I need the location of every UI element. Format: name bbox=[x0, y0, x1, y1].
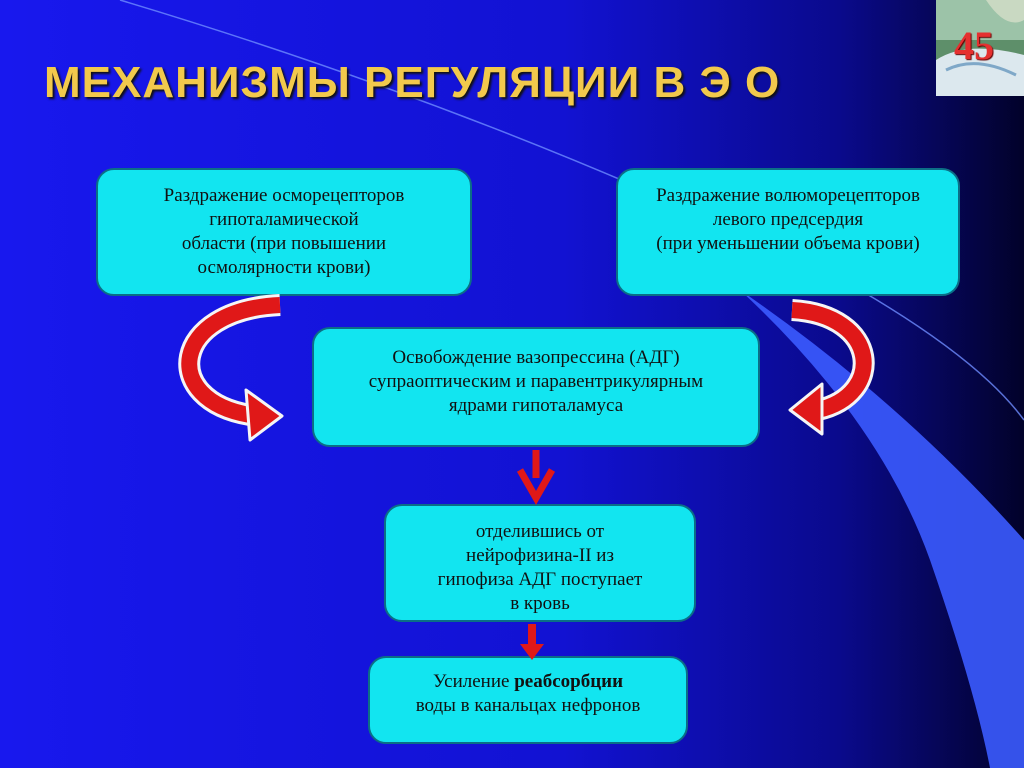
slide-title: МЕХАНИЗМЫ РЕГУЛЯЦИИ В Э О bbox=[44, 58, 781, 107]
reabsorption-text-bold: реабсорбции bbox=[514, 671, 624, 692]
reabsorption-text-prefix: Усиление bbox=[432, 671, 515, 692]
corner-photo bbox=[936, 0, 1024, 96]
adh-into-blood-box: отделившись от нейрофизина-II из гипофиз… bbox=[384, 504, 696, 622]
vasopressin-release-text: Освобождение вазопрессина (АДГ) супраопт… bbox=[368, 347, 704, 416]
reabsorption-text-suffix: воды в канальцах нефронов bbox=[415, 695, 641, 716]
volumoreceptors-text: Раздражение волюморецепторов левого пред… bbox=[656, 185, 920, 254]
vasopressin-release-box: Освобождение вазопрессина (АДГ) супраопт… bbox=[312, 327, 760, 447]
reabsorption-box: Усиление реабсорбции воды в канальцах не… bbox=[368, 656, 688, 744]
volumoreceptors-box: Раздражение волюморецепторов левого пред… bbox=[616, 168, 960, 296]
adh-into-blood-text: отделившись от нейрофизина-II из гипофиз… bbox=[437, 521, 643, 614]
osmoreceptors-box: Раздражение осморецепторов гипоталамичес… bbox=[96, 168, 472, 296]
page-number: 45 bbox=[954, 23, 994, 68]
osmoreceptors-text: Раздражение осморецепторов гипоталамичес… bbox=[163, 185, 405, 278]
